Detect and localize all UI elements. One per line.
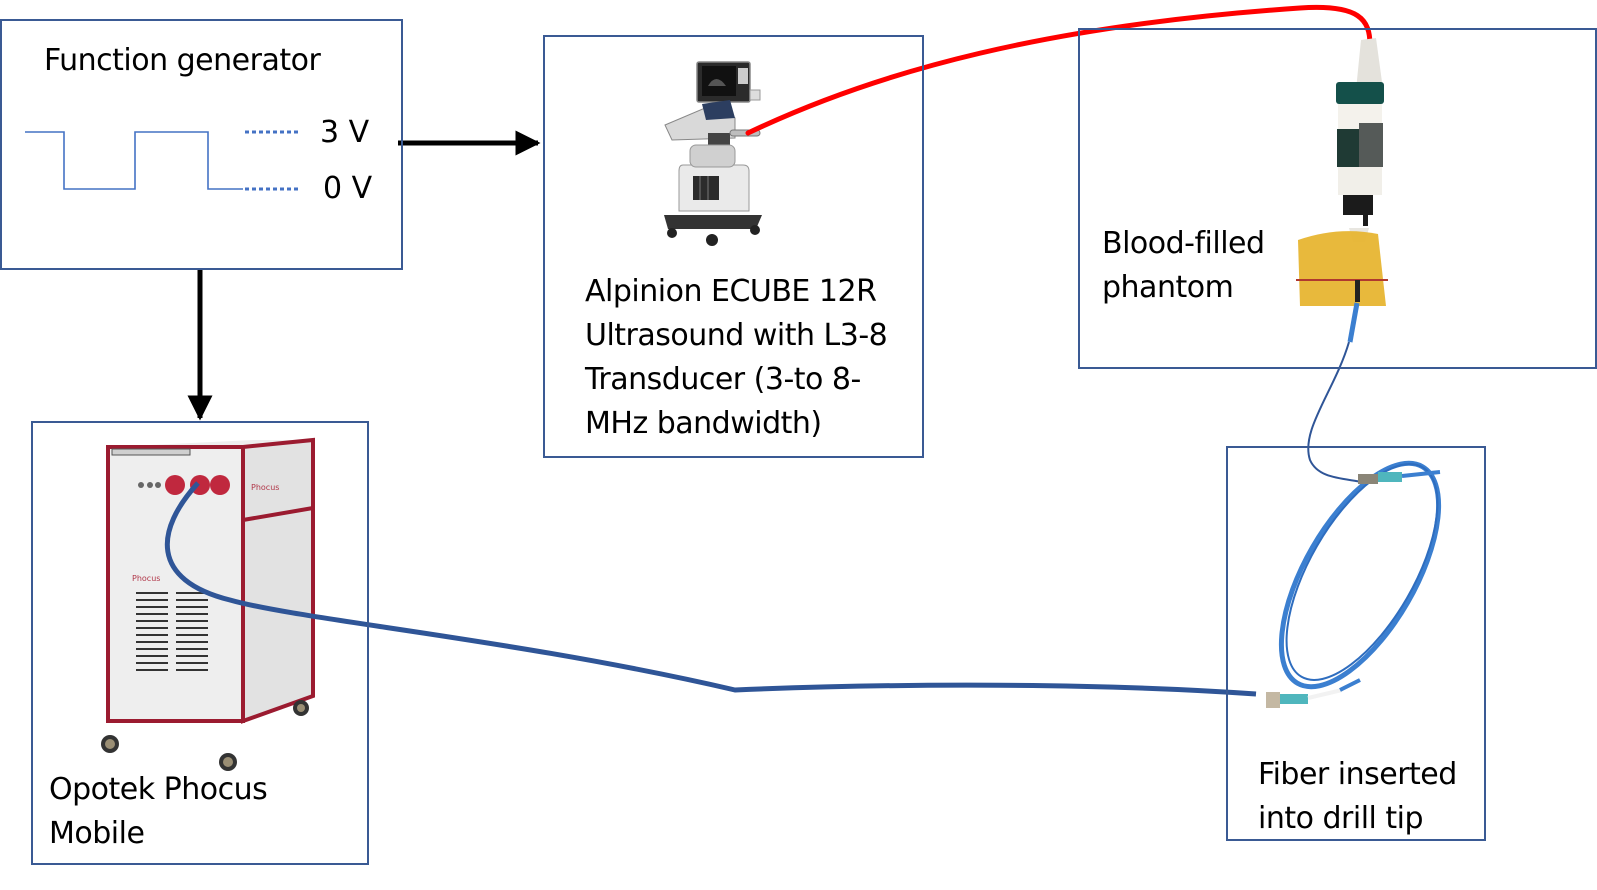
level-0v-label: 0 V <box>323 171 373 206</box>
ultrasound-cart-image <box>664 61 762 246</box>
transducer-on-phantom-image <box>1296 38 1388 343</box>
phantom-label-line-1: Blood-filled <box>1102 226 1265 261</box>
level-3v-label: 3 V <box>320 115 370 150</box>
laser-label-line-2: Mobile <box>49 816 145 851</box>
laser-label-line-1: Opotek Phocus <box>49 772 268 807</box>
ultrasound-label-line-4: MHz bandwidth) <box>585 406 822 441</box>
laser-cabinet-image: Phocus Phocus <box>101 437 315 771</box>
transducer-cable <box>745 4 1373 136</box>
function-generator-title: Function generator <box>44 43 321 78</box>
svg-text:Phocus: Phocus <box>251 483 279 492</box>
fiber-to-phantom <box>1307 341 1363 483</box>
laser-fiber-cable <box>164 481 1257 697</box>
phantom-label-line-2: phantom <box>1102 270 1234 305</box>
ultrasound-label-line-2: Ultrasound with L3-8 <box>585 318 888 353</box>
ultrasound-label-line-1: Alpinion ECUBE 12R <box>585 274 877 309</box>
square-waveform <box>25 130 301 191</box>
ultrasound-label-line-3: Transducer (3-to 8- <box>585 362 861 397</box>
fiber-label-line-2: into drill tip <box>1258 801 1424 836</box>
function-generator-box: Function generator 3 V 0 V <box>0 19 403 270</box>
laser-box: Opotek Phocus Mobile <box>31 421 369 865</box>
ultrasound-box: Alpinion ECUBE 12R Ultrasound with L3-8 … <box>543 35 924 458</box>
fiber-box: Fiber inserted into drill tip <box>1226 446 1486 841</box>
phantom-box: Blood-filled phantom <box>1078 28 1597 369</box>
coiled-fiber-image <box>1266 460 1442 708</box>
svg-text:Phocus: Phocus <box>132 574 160 583</box>
fiber-label-line-1: Fiber inserted <box>1258 757 1457 792</box>
